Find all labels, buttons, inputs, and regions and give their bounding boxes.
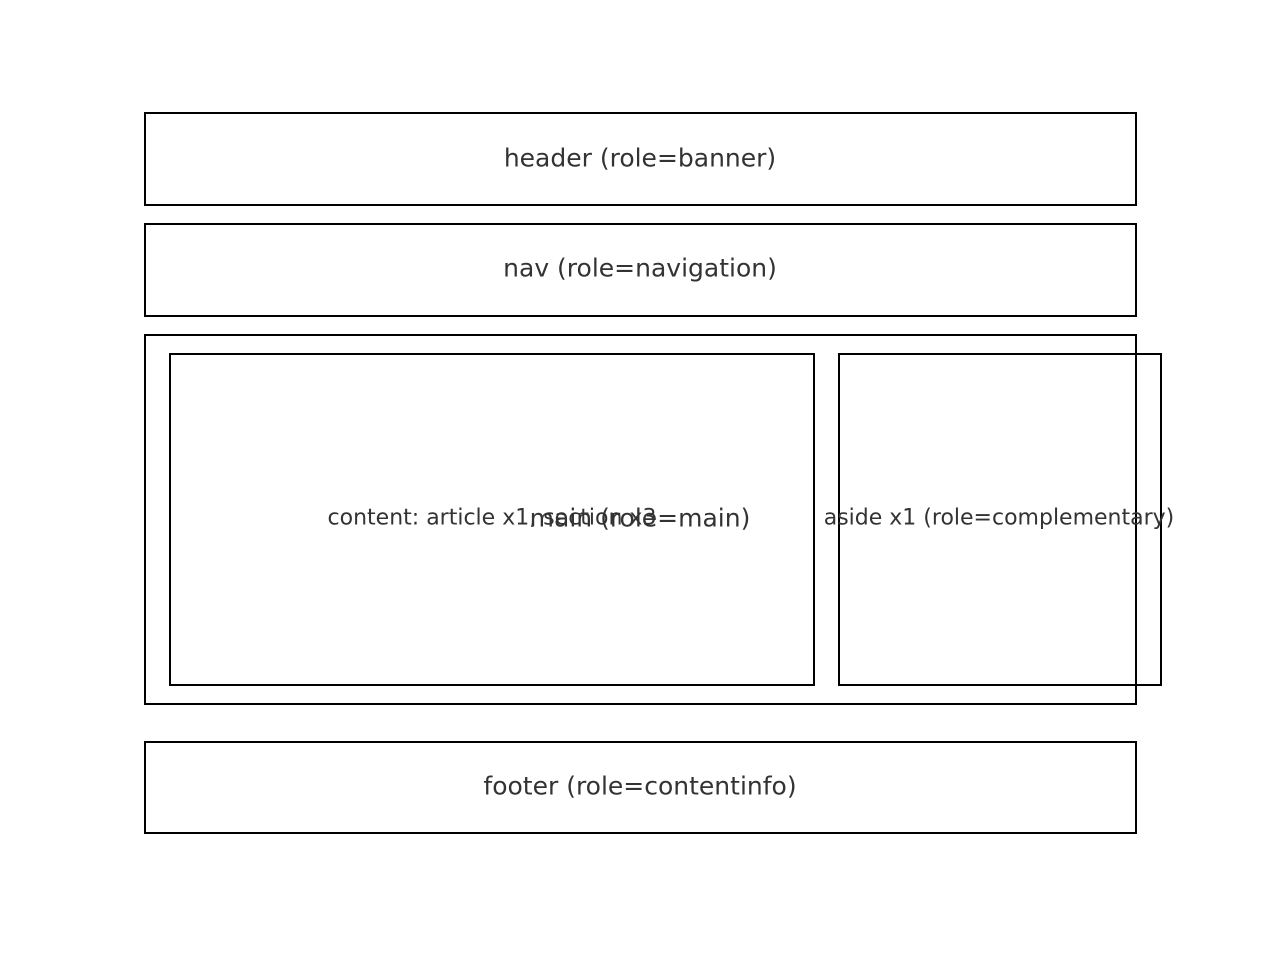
- footer-label: footer (role=contentinfo): [483, 771, 797, 801]
- footer-box: [144, 741, 1137, 834]
- nav-box: [144, 223, 1137, 317]
- aside-label: aside x1 (role=complementary): [823, 505, 1175, 531]
- content-box: [169, 353, 815, 686]
- header-label: header (role=banner): [503, 143, 777, 173]
- main-box: [144, 334, 1137, 705]
- content-label: content: article x1, section x3: [327, 505, 657, 531]
- nav-label: nav (role=navigation): [503, 253, 777, 283]
- aside-box: [838, 353, 1162, 686]
- main-label: main (role=main): [529, 503, 751, 533]
- header-box: [144, 112, 1137, 206]
